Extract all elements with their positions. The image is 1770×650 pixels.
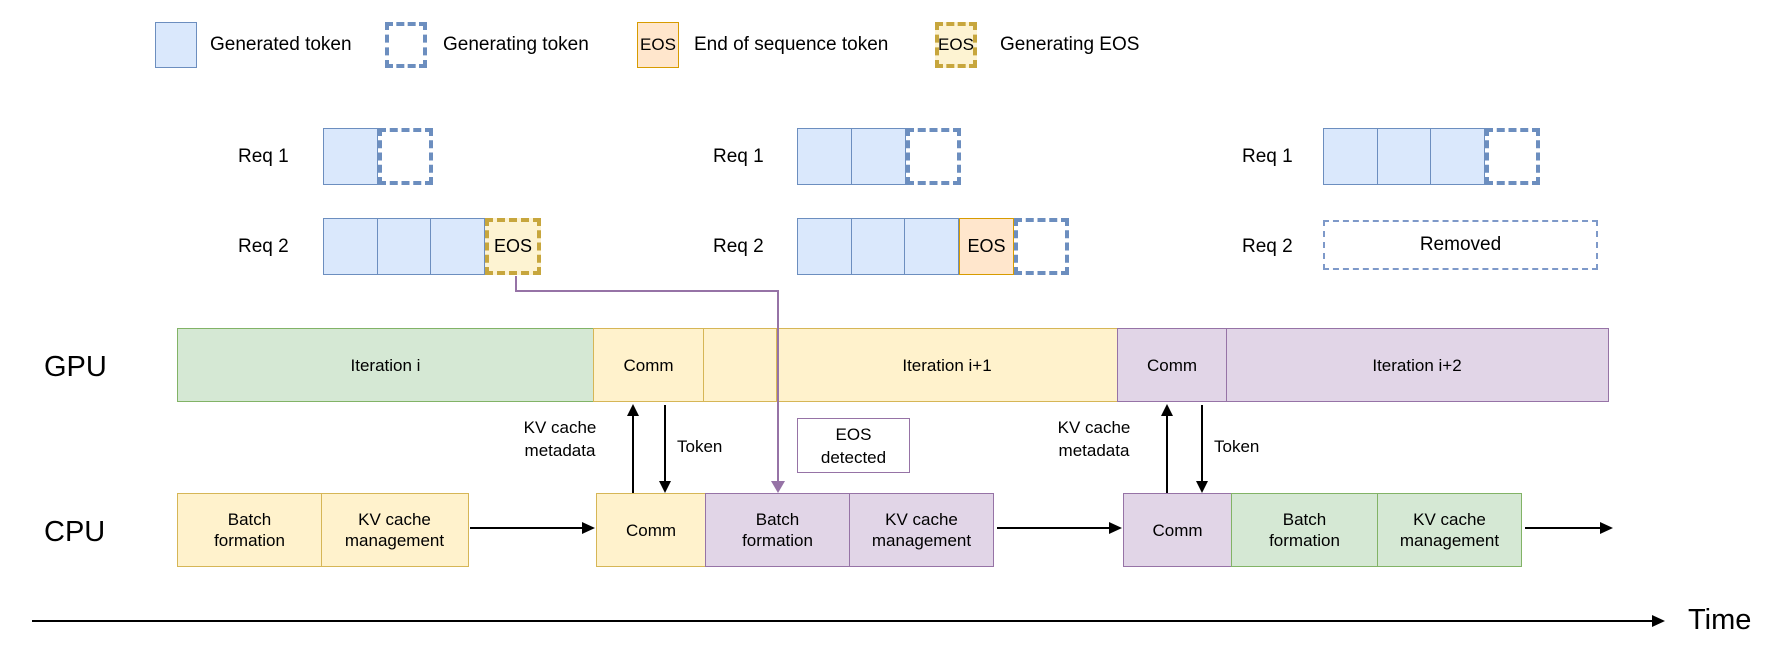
token-arrowhead [659, 481, 671, 493]
group2-req2-label: Req 2 [713, 235, 764, 257]
cpu-comm-2: Comm [1123, 493, 1232, 567]
generating-token-box [905, 128, 961, 185]
legend-generated-token-label: Generated token [210, 34, 352, 55]
kv-metadata-arrow-line [1166, 413, 1168, 493]
generated-token-box [1430, 128, 1485, 185]
gpu-idle-segment [703, 328, 777, 402]
group3-req1-tokens [1323, 128, 1540, 185]
group2-req1-label: Req 1 [713, 145, 764, 167]
time-axis-label: Time [1688, 604, 1752, 636]
generating-token-box [1014, 218, 1069, 275]
cpu-flow-arrowhead [1600, 522, 1613, 534]
generated-token-box [850, 128, 906, 185]
generated-token-box [904, 218, 959, 275]
group2-req2-tokens: EOS [797, 218, 1069, 275]
token-arrowhead [1196, 481, 1208, 493]
eos-token-box: EOS [959, 218, 1014, 275]
generating-token-box [378, 128, 433, 185]
group1-req1-tokens [323, 128, 433, 185]
group3-req2-label: Req 2 [1242, 235, 1293, 257]
cpu-flow-arrowhead [1109, 522, 1122, 534]
generating-eos-box: EOS [485, 218, 541, 275]
kv-cache-metadata-label: KV cache metadata [1057, 418, 1131, 460]
eos-signal-arrowhead [771, 481, 785, 493]
legend-eos-swatch: EOS [637, 22, 679, 68]
legend-generating-eos-swatch: EOS [935, 22, 977, 68]
legend-eos-label: End of sequence token [694, 34, 889, 55]
legend-eos-swatch-text: EOS [640, 35, 676, 54]
generated-token-box [797, 128, 852, 185]
eos-signal-line-v2 [777, 290, 779, 482]
cpu-batch-formation-1: Batch formation [177, 493, 322, 567]
kv-metadata-arrowhead [1161, 404, 1173, 416]
cpu-row-title: CPU [44, 516, 106, 548]
cpu-flow-arrow-line [1525, 527, 1603, 529]
gpu-iteration-i1: Iteration i+1 [775, 328, 1119, 402]
legend-generating-token-swatch [385, 22, 427, 68]
generated-token-box [323, 128, 378, 185]
cpu-batch-formation-2: Batch formation [704, 493, 851, 567]
kv-cache-metadata-label: KV cache metadata [523, 418, 597, 460]
time-axis-arrowhead [1652, 615, 1665, 627]
cpu-comm-1: Comm [596, 493, 706, 567]
generated-token-box [323, 218, 378, 275]
group1-req1-label: Req 1 [238, 145, 289, 167]
gpu-comm-1: Comm [592, 328, 705, 402]
eos-detected-box: EOS detected [797, 418, 910, 473]
gpu-comm-2: Comm [1117, 328, 1227, 402]
cpu-group-2: Comm Batch formation KV cache management [596, 493, 994, 567]
eos-detected-text: EOS detected [820, 424, 887, 467]
kv-metadata-arrow-line [632, 413, 634, 493]
group1-req2-label: Req 2 [238, 235, 289, 257]
legend-generating-eos-swatch-text: EOS [938, 35, 974, 54]
cpu-group-1: Batch formation KV cache management [177, 493, 469, 567]
cpu-batch-formation-3: Batch formation [1230, 493, 1379, 567]
gpu-iteration-i: Iteration i [177, 328, 594, 402]
generated-token-box [430, 218, 485, 275]
token-arrow-line [1201, 405, 1203, 483]
generated-token-box [1376, 128, 1432, 185]
token-label: Token [1214, 437, 1260, 456]
legend-generated-token-swatch [155, 22, 197, 68]
eos-signal-line-h [515, 290, 779, 292]
kv-metadata-arrowhead [627, 404, 639, 416]
token-label: Token [677, 437, 723, 456]
cpu-flow-arrow-line [997, 527, 1109, 529]
cpu-flow-arrowhead [582, 522, 595, 534]
token-arrow-line [664, 405, 666, 483]
gpu-row-title: GPU [44, 351, 107, 383]
cpu-flow-arrow-line [470, 527, 582, 529]
generating-eos-text: EOS [493, 236, 532, 256]
generating-token-box [1485, 128, 1540, 185]
cpu-group-3: Comm Batch formation KV cache management [1123, 493, 1522, 567]
legend-generating-token-label: Generating token [443, 34, 589, 55]
eos-signal-line-v1 [515, 276, 517, 292]
cpu-kv-management-1: KV cache management [320, 493, 469, 567]
group2-req1-tokens [797, 128, 961, 185]
removed-request-box: Removed [1323, 220, 1598, 270]
generated-token-box [376, 218, 432, 275]
eos-token-text: EOS [967, 236, 1006, 256]
generated-token-box [1323, 128, 1378, 185]
cpu-kv-management-3: KV cache management [1377, 493, 1522, 567]
gpu-iteration-i2: Iteration i+2 [1225, 328, 1609, 402]
group3-req1-label: Req 1 [1242, 145, 1293, 167]
generated-token-box [797, 218, 852, 275]
cpu-kv-management-2: KV cache management [849, 493, 994, 567]
group1-req2-tokens: EOS [323, 218, 541, 275]
removed-text: Removed [1419, 234, 1502, 255]
generated-token-box [850, 218, 906, 275]
legend-generating-eos-label: Generating EOS [1000, 34, 1140, 55]
time-axis-line [32, 620, 1654, 622]
gpu-bar: Iteration i Comm Iteration i+1 Comm Iter… [177, 328, 1609, 402]
